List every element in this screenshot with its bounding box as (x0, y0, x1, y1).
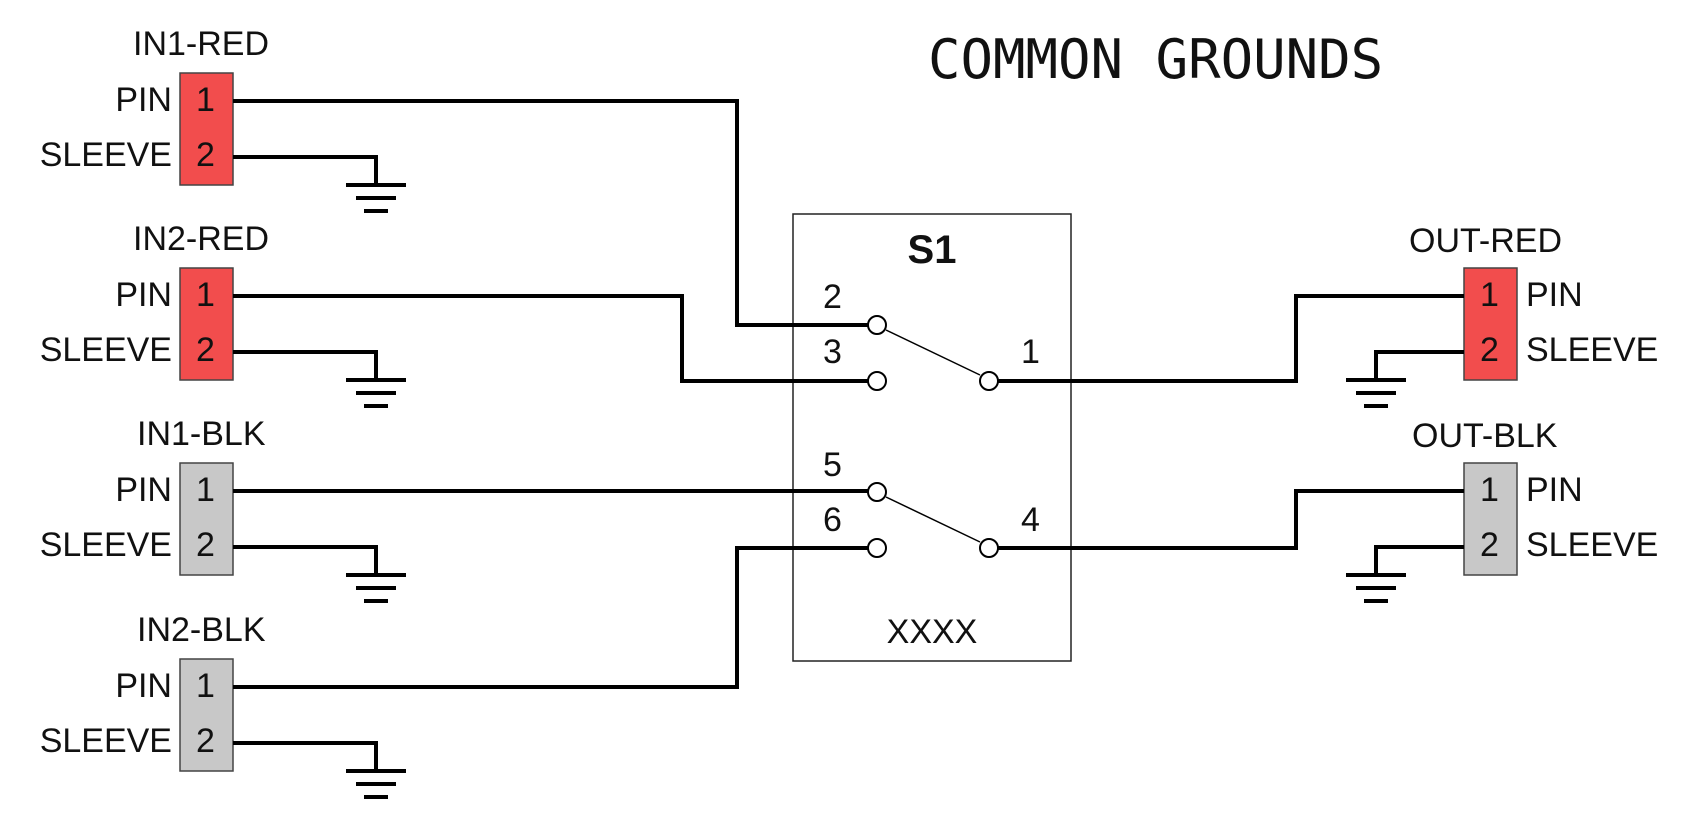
connector-name: OUT-RED (1409, 222, 1562, 260)
switch-reference: S1 (908, 228, 957, 272)
connector-body (1463, 462, 1518, 576)
pin-label: SLEEVE (1526, 331, 1658, 369)
switch-pin-number: 3 (823, 333, 842, 371)
switch-pin-number: 2 (823, 278, 842, 316)
connector-out-blk: OUT-BLK 1 2 PIN SLEEVE (1412, 417, 1658, 576)
connector-in2-blk: IN2-BLK 1 2 PIN SLEEVE (40, 611, 266, 772)
pin-label: PIN (115, 81, 172, 119)
switch-pin-number: 1 (1021, 333, 1040, 371)
ground-in1-blk (233, 545, 406, 603)
wire-s1-1-to-out-red (998, 294, 1464, 383)
ground-wire (233, 545, 378, 575)
pin-number: 2 (196, 136, 215, 174)
ground-in2-red (233, 350, 406, 408)
wire-s1-4-to-out-blk (998, 489, 1464, 550)
switch-pin-number: 5 (823, 446, 842, 484)
pin-number: 1 (1480, 471, 1499, 509)
switch-contact (867, 315, 887, 335)
switch-body (792, 213, 1072, 662)
ground-out-red (1346, 350, 1464, 408)
ground-wire (233, 741, 378, 771)
switch-value: XXXX (887, 613, 978, 651)
pin-label: SLEEVE (1526, 526, 1658, 564)
ground-out-blk (1346, 545, 1464, 603)
pin-label: PIN (1526, 276, 1583, 314)
wire-in1-red-to-s1-2 (233, 99, 868, 327)
pin-label: PIN (115, 471, 172, 509)
ground-in2-blk (233, 741, 406, 799)
wire-in2-red-to-s1-3 (233, 294, 868, 383)
connector-out-red: OUT-RED 1 2 PIN SLEEVE (1409, 222, 1658, 381)
connector-body (179, 72, 234, 186)
pin-number: 2 (196, 722, 215, 760)
switch-contact (867, 371, 887, 391)
switch-pin-number: 6 (823, 501, 842, 539)
connector-in2-red: IN2-RED 1 2 PIN SLEEVE (40, 220, 269, 381)
pin-number: 1 (196, 276, 215, 314)
connector-name: IN2-RED (133, 220, 269, 258)
pin-label: PIN (115, 276, 172, 314)
connector-body (1463, 267, 1518, 381)
connector-name: IN1-BLK (137, 415, 266, 453)
connector-body (179, 658, 234, 772)
connector-in1-blk: IN1-BLK 1 2 PIN SLEEVE (40, 415, 266, 576)
pin-number: 1 (196, 667, 215, 705)
switch-lever (885, 329, 981, 376)
connector-name: IN2-BLK (137, 611, 266, 649)
switch-pin-number: 4 (1021, 501, 1040, 539)
pin-label: PIN (115, 667, 172, 705)
ground-wire (1374, 545, 1464, 575)
switch-contact (867, 538, 887, 558)
ground-wire (233, 350, 378, 380)
pin-label: SLEEVE (40, 722, 172, 760)
pin-number: 2 (196, 526, 215, 564)
pin-number: 1 (196, 471, 215, 509)
wires (233, 99, 1464, 689)
connector-body (179, 462, 234, 576)
connector-name: OUT-BLK (1412, 417, 1558, 455)
switch-contact (979, 538, 999, 558)
connector-name: IN1-RED (133, 25, 269, 63)
pin-label: PIN (1526, 471, 1583, 509)
pin-number: 2 (1480, 331, 1499, 369)
ground-wire (1374, 350, 1464, 380)
ground-wire (233, 155, 378, 185)
switch-s1: S1 XXXX 2 3 1 5 6 4 (792, 213, 1072, 662)
ground-in1-red (233, 155, 406, 213)
switch-contact (979, 371, 999, 391)
pin-label: SLEEVE (40, 331, 172, 369)
pin-label: SLEEVE (40, 526, 172, 564)
connector-body (179, 267, 234, 381)
pin-number: 1 (1480, 276, 1499, 314)
switch-contact (867, 482, 887, 502)
pin-number: 2 (1480, 526, 1499, 564)
diagram-title: COMMON GROUNDS (928, 28, 1383, 91)
pin-number: 1 (196, 81, 215, 119)
connector-in1-red: IN1-RED 1 2 PIN SLEEVE (40, 25, 269, 186)
switch-lever (885, 496, 981, 543)
wire-in2-blk-to-s1-6 (233, 546, 868, 689)
pin-number: 2 (196, 331, 215, 369)
pin-label: SLEEVE (40, 136, 172, 174)
